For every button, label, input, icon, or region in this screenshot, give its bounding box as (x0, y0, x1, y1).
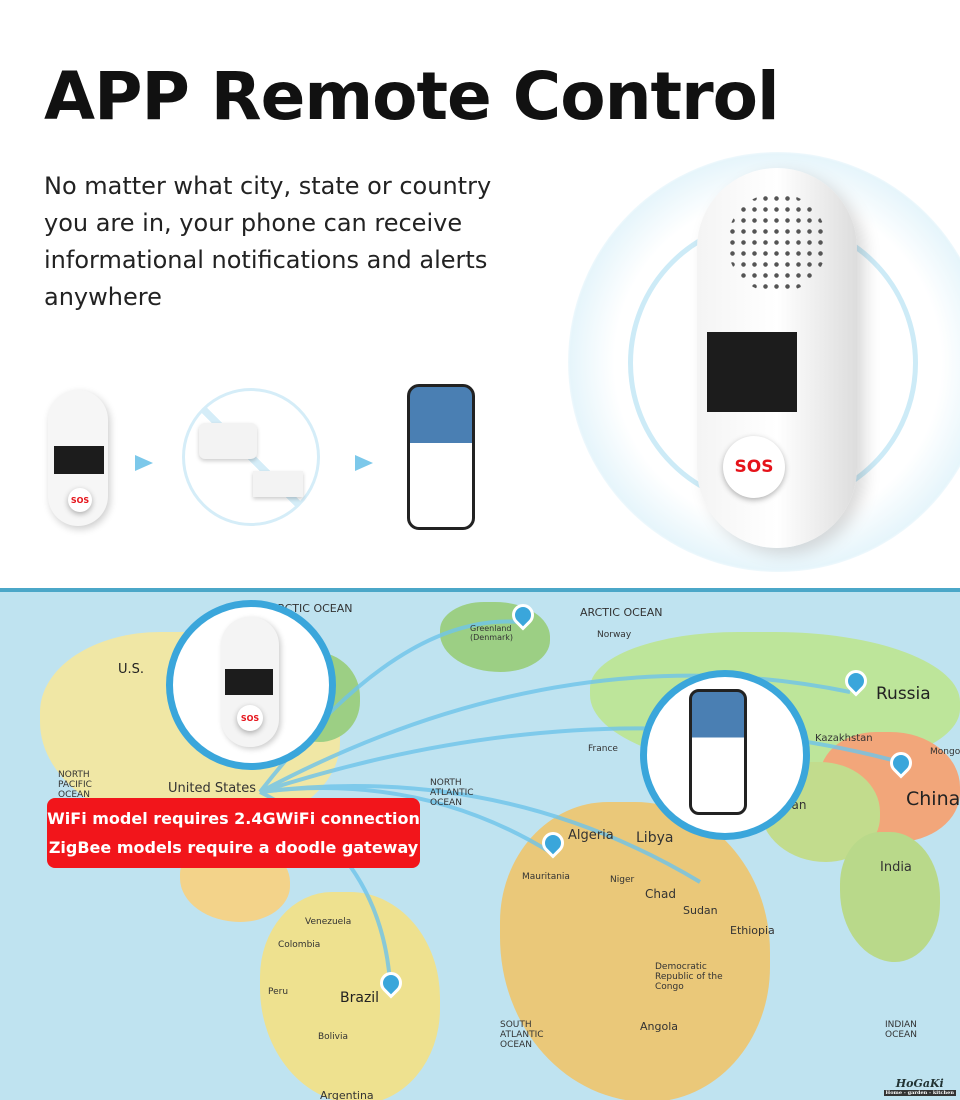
sos-device-large: SOS (697, 168, 857, 548)
arrow-right-icon (135, 455, 153, 471)
description: No matter what city, state or country yo… (44, 172, 492, 311)
speaker-grill (727, 193, 827, 293)
map-label: France (588, 744, 618, 754)
map-label: ARCTIC OCEAN (580, 606, 663, 619)
map-label: Peru (268, 987, 289, 997)
sos-button-pin: SOS (237, 705, 263, 731)
map-label: Venezuela (305, 917, 352, 927)
map-label: Norway (597, 630, 632, 640)
device-display (707, 332, 797, 412)
gateway-no-icon (182, 388, 320, 526)
map-label-libya: Libya (636, 830, 674, 846)
map-label: Democratic Republic of the Congo (655, 962, 723, 992)
map-label: Ethiopia (730, 924, 775, 937)
map-label-sudan: Sudan (683, 904, 718, 917)
arrow-right-icon (355, 455, 373, 471)
sos-button: SOS (723, 436, 785, 498)
map-label-india: India (880, 860, 912, 875)
map-label: Greenland (Denmark) (470, 624, 514, 642)
map-label-china: China (906, 788, 960, 810)
wifi-requirement: WiFi model requires 2.4GWiFi connection (47, 809, 420, 828)
connection-requirements-callout: WiFi model requires 2.4GWiFi connection … (47, 798, 420, 868)
sos-button-small: SOS (68, 488, 92, 512)
map-label-chad: Chad (645, 887, 676, 901)
map-label: Mauritania (522, 872, 570, 882)
map-label: INDIAN OCEAN (885, 1020, 917, 1040)
phone-pin-bubble (640, 670, 810, 840)
map-label-brazil: Brazil (340, 990, 380, 1006)
map-label-russia: Russia (876, 684, 931, 704)
map-label: Mongolia (930, 747, 960, 757)
map-label: Colombia (278, 940, 321, 950)
map-label-kazakhstan: Kazakhstan (815, 733, 873, 744)
phone-app (407, 384, 475, 530)
map-label: Niger (610, 875, 635, 885)
map-label-algeria: Algeria (568, 828, 614, 843)
sos-device-small: SOS (48, 390, 108, 526)
map-label: U.S. (118, 662, 145, 677)
map-label: NORTH ATLANTIC OCEAN (430, 778, 474, 808)
map-label: SOUTH ATLANTIC OCEAN (500, 1020, 544, 1050)
map-label: Angola (640, 1020, 679, 1033)
map-label: Argentina (320, 1089, 374, 1100)
zigbee-requirement: ZigBee models require a doodle gateway (48, 838, 419, 857)
device-pin-bubble: SOS (166, 600, 336, 770)
map-label-us: United States (168, 781, 257, 796)
map-label: NORTH PACIFIC OCEAN (58, 770, 92, 800)
page-title: APP Remote Control (44, 58, 780, 135)
map-label: Bolivia (318, 1032, 349, 1042)
